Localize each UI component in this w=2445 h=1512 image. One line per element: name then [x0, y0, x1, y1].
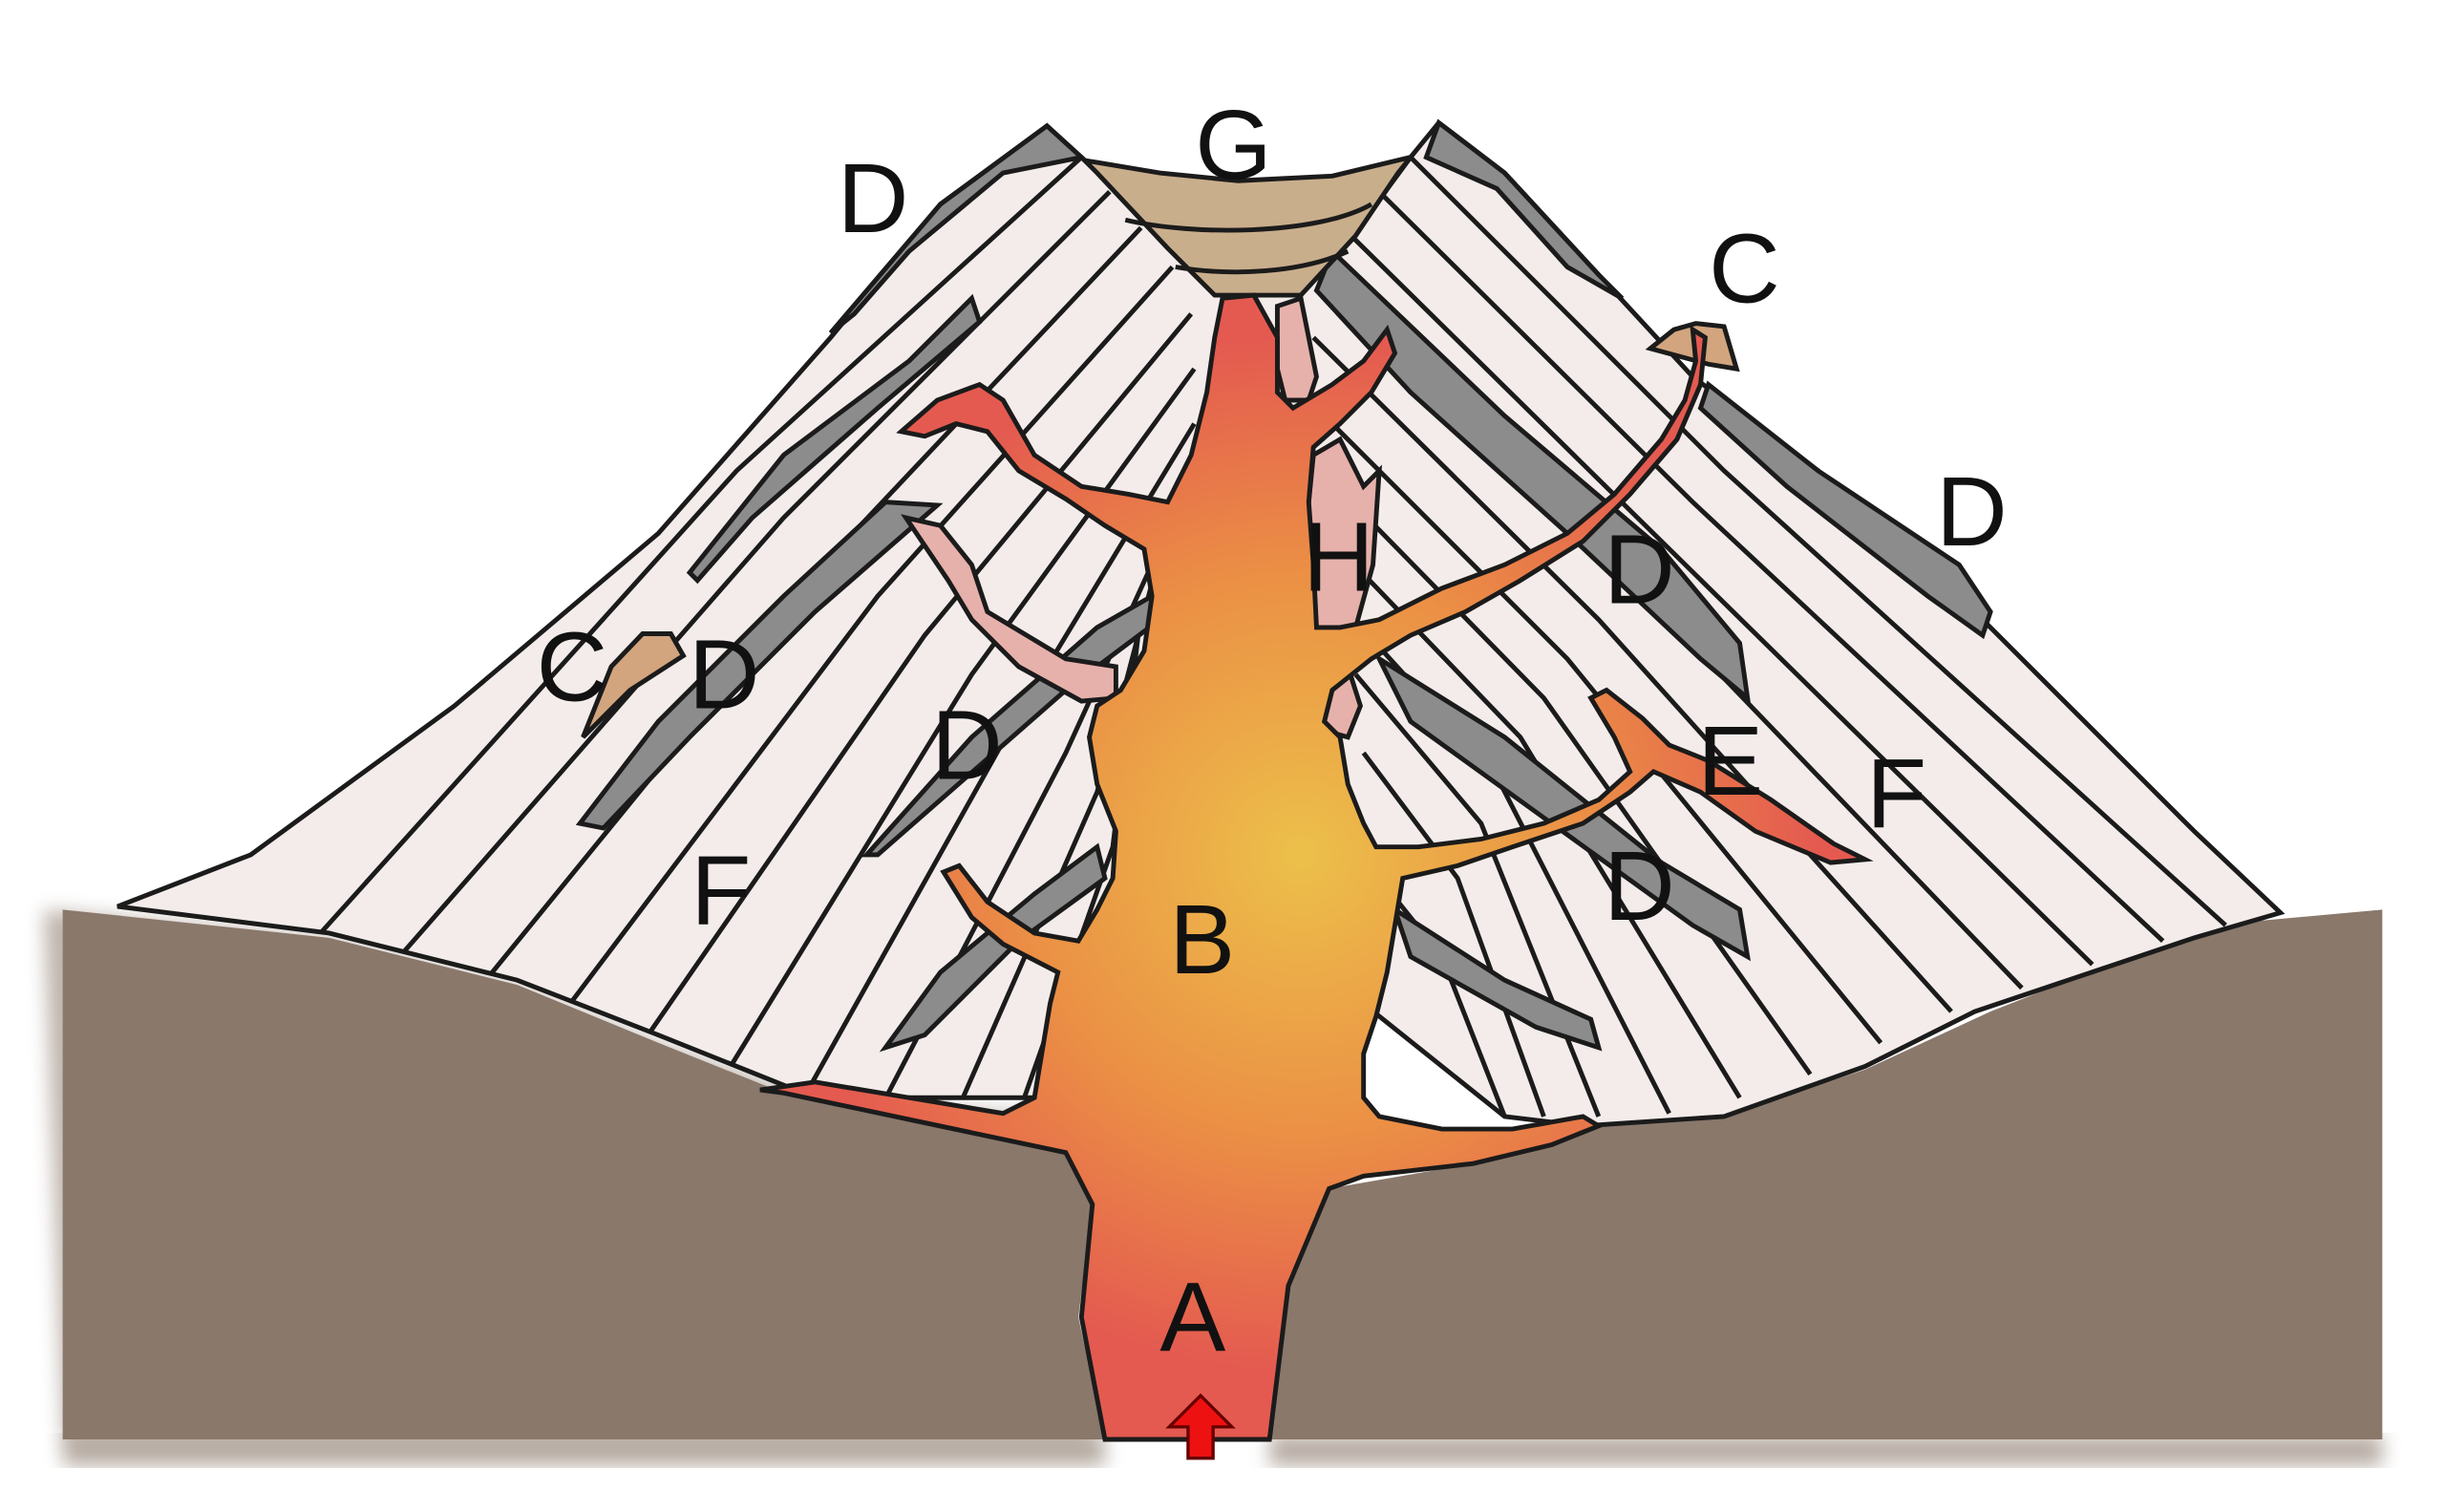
label-c-right: C: [1709, 213, 1780, 324]
up-arrow-icon: [1165, 1393, 1236, 1460]
ash-layer-upper-left: [686, 293, 983, 585]
crater-line-lower: [1175, 248, 1350, 275]
ash-layer-mid-left: [575, 500, 944, 831]
pink-dike-left: [900, 514, 1118, 704]
label-h: H: [1303, 501, 1374, 612]
label-a: A: [1159, 1262, 1225, 1373]
ash-layer-far-right: [1697, 380, 1993, 640]
label-b: B: [1169, 884, 1235, 994]
label-d-center-left: D: [931, 690, 1003, 800]
label-e: E: [1697, 705, 1763, 816]
label-f-left: F: [691, 835, 751, 946]
ash-layer-upper-right: [1313, 246, 1752, 704]
label-f-right: F: [1866, 737, 1926, 848]
bedrock: [43, 909, 2383, 1466]
label-c-left: C: [537, 610, 608, 721]
label-d-mid-right: D: [1604, 830, 1675, 941]
ash-layer-mid-right: [1372, 652, 1752, 962]
label-d-upper-right: D: [1604, 514, 1675, 625]
ground-left: [62, 909, 1105, 1439]
labels: G D C D H D C D D E F D F B A: [537, 89, 2008, 1372]
label-d-top-left: D: [838, 142, 909, 253]
magma-conduit: [759, 292, 1874, 1442]
label-d-mid-left: D: [689, 619, 760, 730]
crater-line: [1124, 202, 1373, 233]
ash-layer-low-right: [1390, 904, 1603, 1052]
magma-system: [759, 292, 1874, 1442]
ground-right: [1269, 909, 2383, 1439]
parasitic-cone-left: [581, 631, 687, 739]
label-d-far-right: D: [1936, 456, 2008, 566]
ash-layer-low-left: [879, 842, 1108, 1053]
ash-layer-top-right: [1423, 118, 1625, 301]
pink-intrusions: [900, 295, 1382, 740]
label-g: G: [1195, 89, 1271, 200]
ash-layer-top-left: [828, 122, 1087, 335]
